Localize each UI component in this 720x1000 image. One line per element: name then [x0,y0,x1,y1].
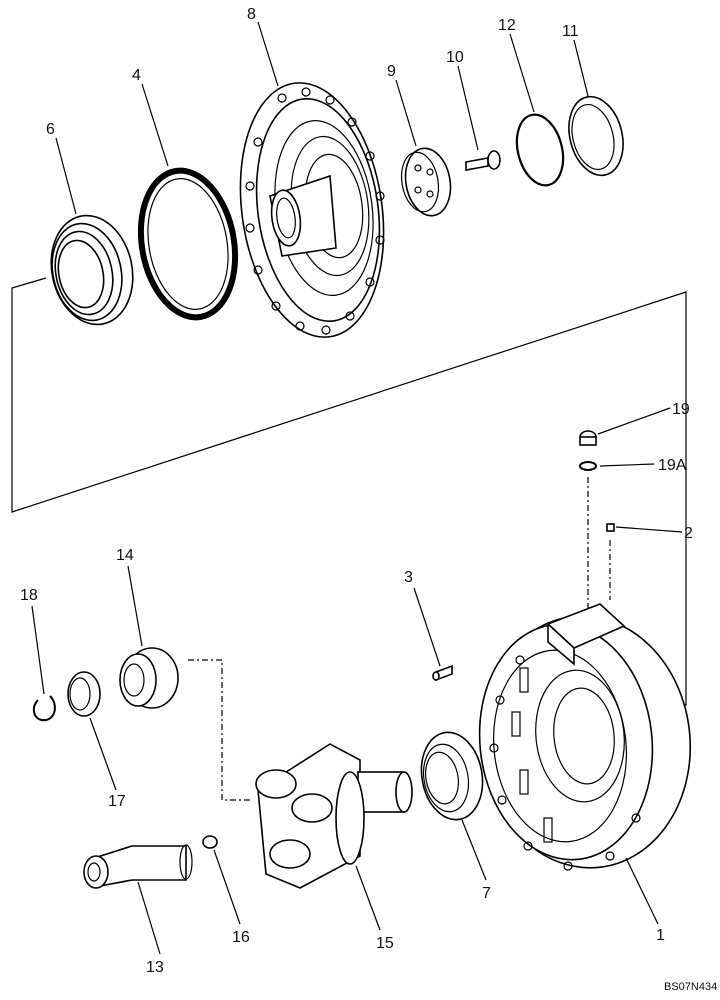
part-11-ring [568,95,624,177]
part-4-seal [137,167,239,321]
callout-12: 12 [498,17,516,34]
callout-18: 18 [20,587,38,604]
callout-6: 6 [46,121,55,138]
part-19-plug [579,430,597,446]
callout-16: 16 [232,929,250,946]
part-19a-washer [579,461,597,471]
part-13-shaft [83,844,193,889]
callout-2: 2 [684,525,693,542]
part-16-bushing [202,835,218,849]
part-10-bolt [465,150,501,171]
part-12-oring [515,113,565,187]
callout-14: 14 [116,547,134,564]
part-15-carrier [255,743,413,889]
callout-19: 19 [672,401,690,418]
callout-13: 13 [146,959,164,976]
callout-17: 17 [108,793,126,810]
part-18-snap-ring [32,695,56,722]
part-1-housing [478,603,692,871]
callout-labels: 8 4 6 9 10 12 11 19 19A 2 3 14 18 17 7 1… [20,6,717,993]
drawing-code: BS07N434 [664,981,717,993]
part-7-bearing [420,731,484,821]
part-3-pin [432,664,453,682]
callout-7: 7 [482,885,491,902]
callout-9: 9 [387,63,396,80]
part-14-gear [119,647,179,709]
part-17-bearing [67,671,101,717]
callout-15: 15 [376,935,394,952]
callout-19a: 19A [658,457,687,474]
callout-10: 10 [446,49,464,66]
callout-1: 1 [656,927,665,944]
part-8-hub [239,82,385,338]
callout-4: 4 [132,67,141,84]
part-9-cover [400,147,452,217]
callout-3: 3 [404,569,413,586]
part-2-pin [606,523,615,532]
callout-11: 11 [562,23,579,40]
callout-8: 8 [247,6,256,23]
leader-lines [31,21,683,955]
part-6-bearing [50,214,134,326]
